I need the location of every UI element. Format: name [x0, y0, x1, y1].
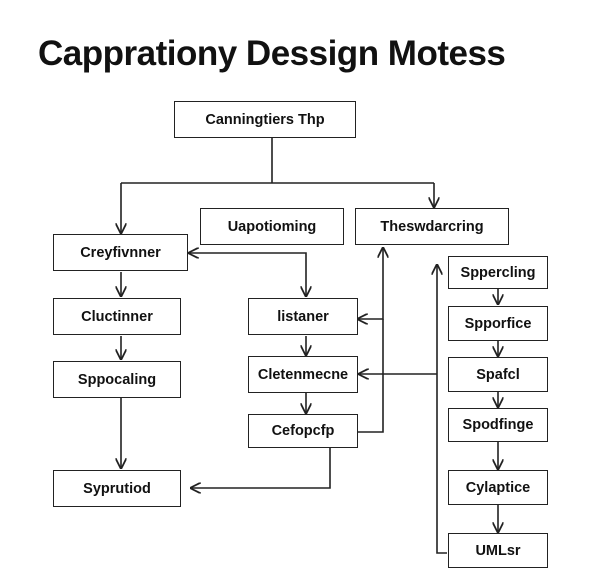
- node-cylaptice: Cylaptice: [448, 470, 548, 505]
- node-spporfice: Spporfice: [448, 306, 548, 341]
- node-theswareing: Theswdarcring: [355, 208, 509, 245]
- node-listaner: listaner: [248, 298, 358, 335]
- node-spodfinge: Spodfinge: [448, 408, 548, 442]
- edge-cefopcfp-to-theswareing: [358, 319, 384, 433]
- diagram-title: Capprationy Dessign Motess: [38, 34, 506, 73]
- node-sppocaling: Sppocaling: [53, 361, 181, 398]
- node-clutinner: Cluctinner: [53, 298, 181, 335]
- node-cletenmecne: Cletenmecne: [248, 356, 358, 393]
- edge-cefopcfp-to-syprutiod: [191, 448, 331, 488]
- node-syprutiod: Syprutiod: [53, 470, 181, 507]
- node-sppercling: Sppercling: [448, 256, 548, 289]
- node-cefopcfp: Cefopcfp: [248, 414, 358, 448]
- node-root: Canningtiers Thp: [174, 101, 356, 138]
- edge-creynner-listaner: [189, 253, 306, 296]
- node-umlsr: UMLsr: [448, 533, 548, 568]
- node-upstream: Uapotioming: [200, 208, 344, 245]
- node-creynner: Creyfivnner: [53, 234, 188, 271]
- edge-listaner-to-theswareing: [358, 248, 383, 319]
- node-spafcl: Spafcl: [448, 357, 548, 392]
- edge-right-rail: [437, 265, 447, 554]
